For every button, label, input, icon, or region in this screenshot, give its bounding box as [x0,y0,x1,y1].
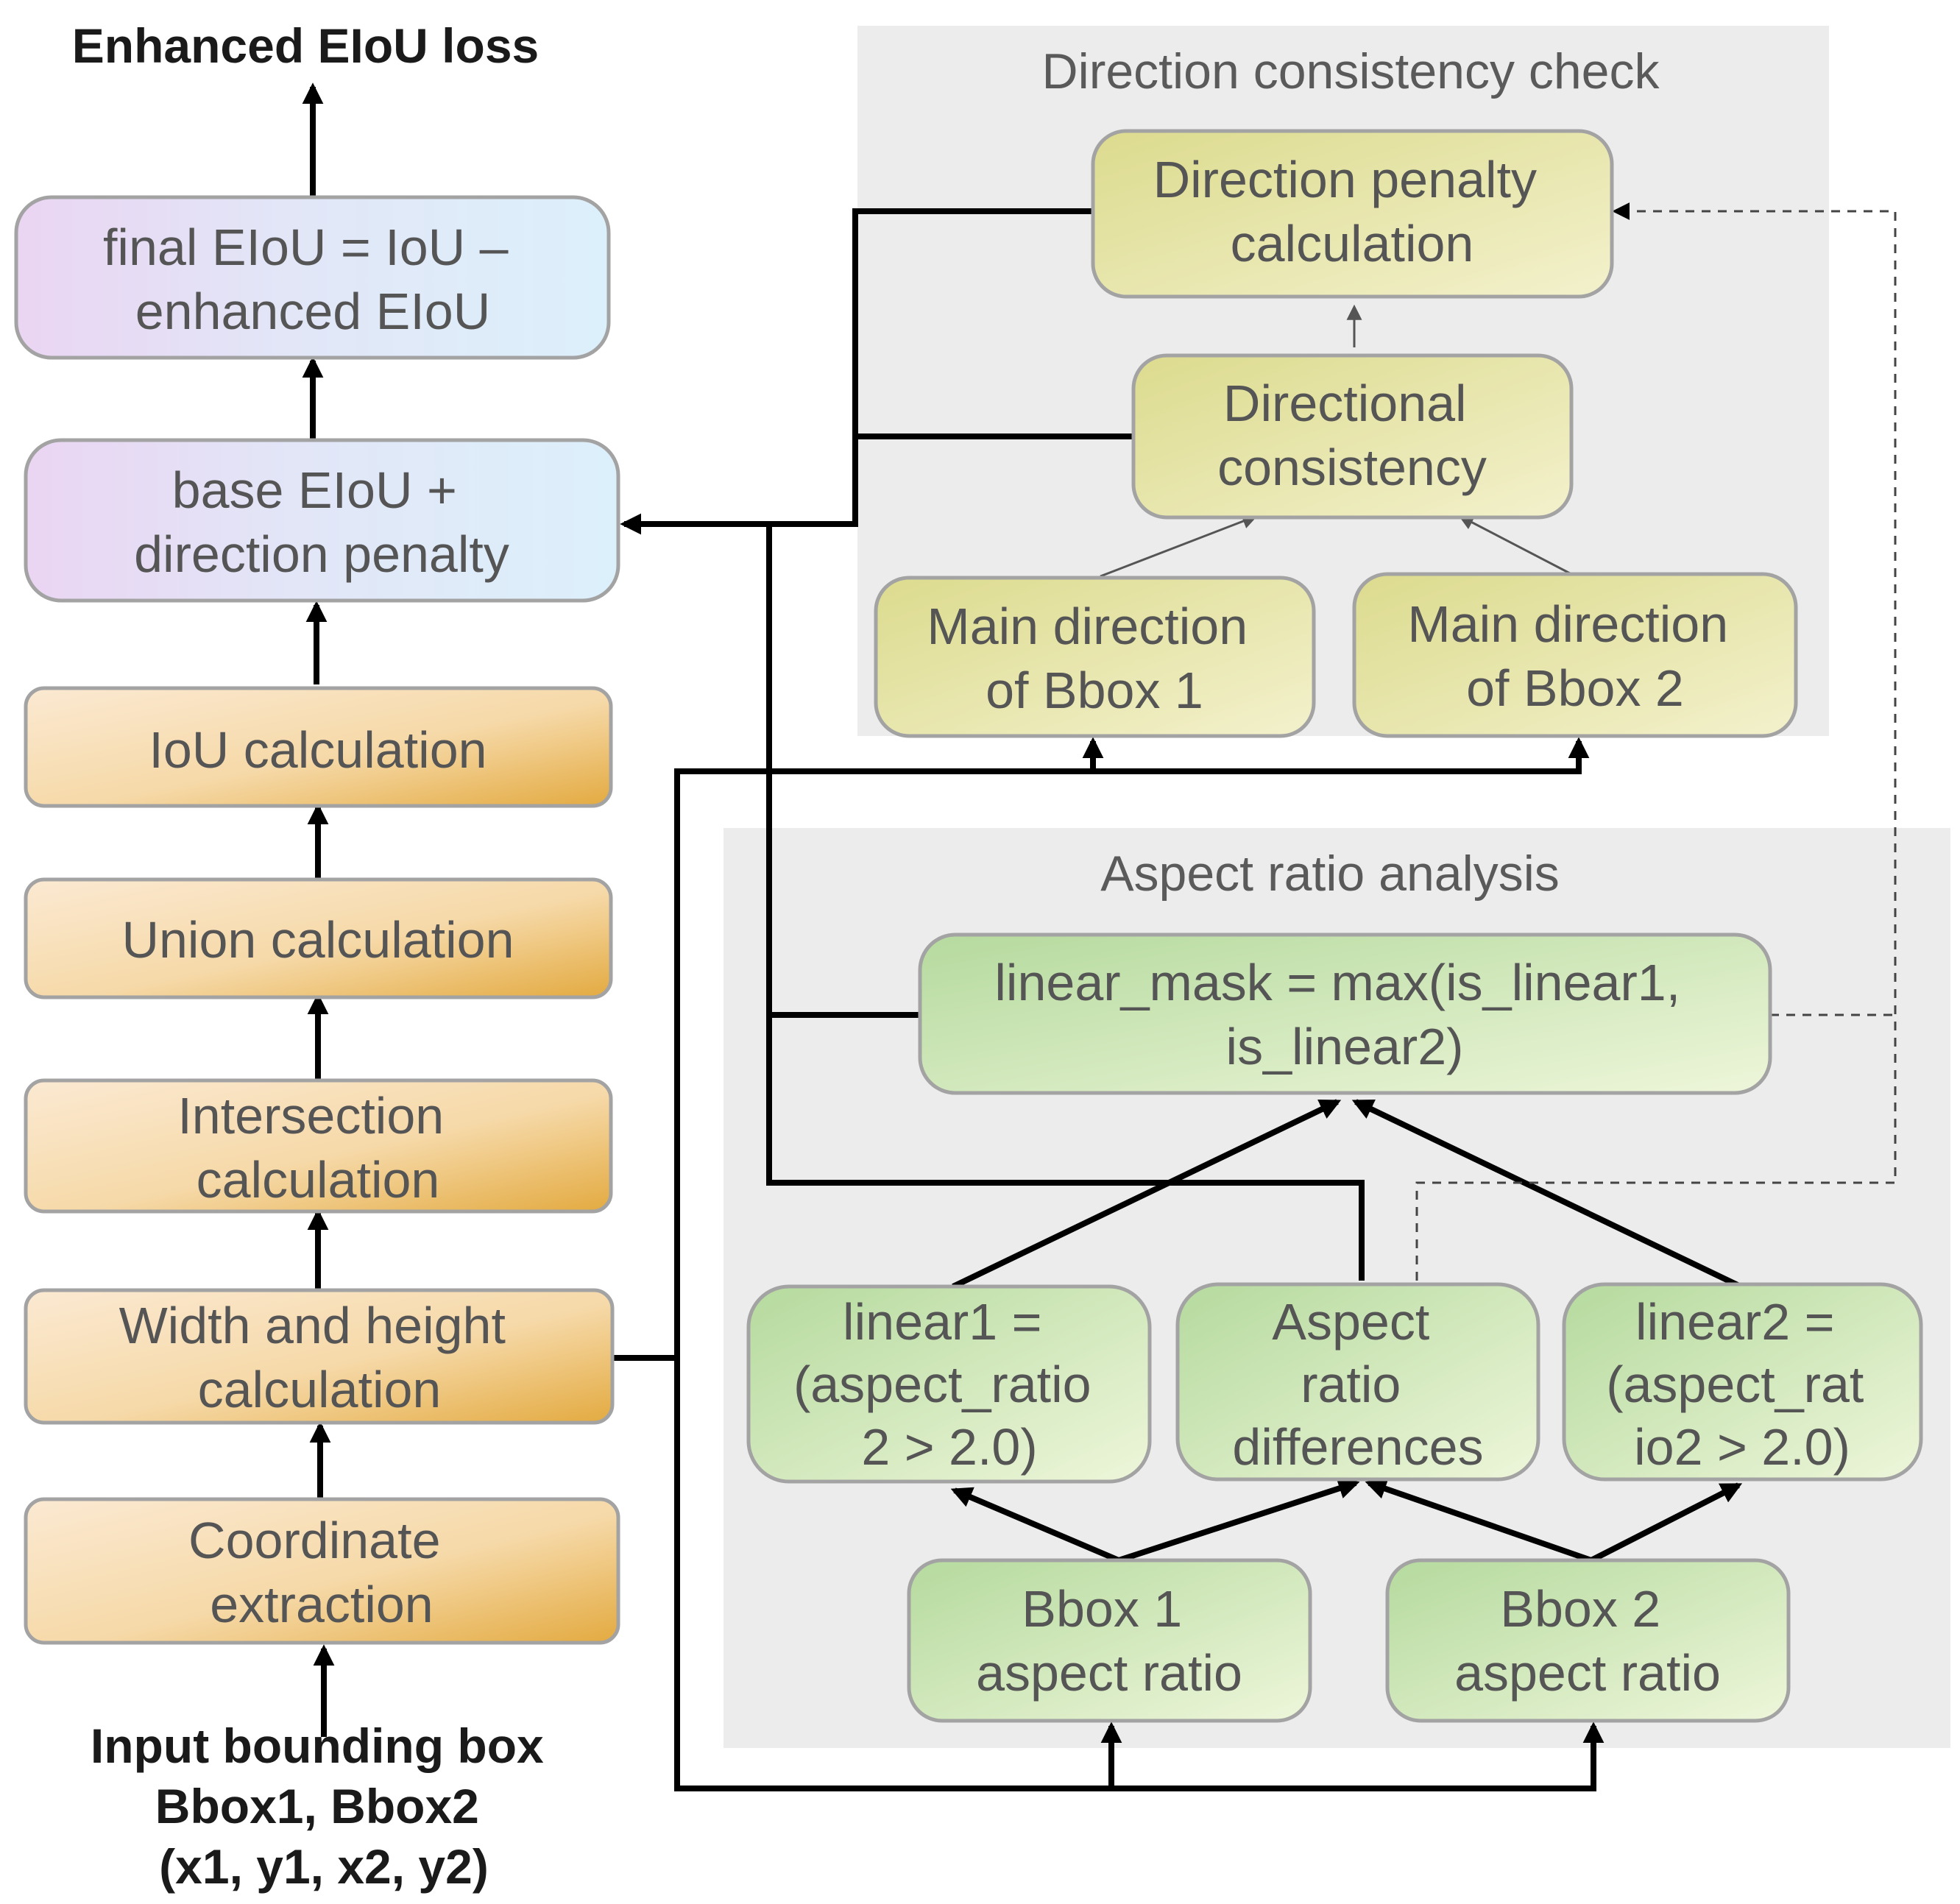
bbox2-aspect-ratio-box [1385,1558,1791,1723]
bbox1-aspect-ratio-label: Bbox 1 aspect ratio [976,1580,1242,1702]
line-wh-to-main2 [612,737,1590,1361]
width-height-calculation-box [24,1288,615,1425]
iou-calculation-box [24,686,613,808]
base-eiou-label: base EIoU + direction penalty [134,461,509,583]
input-label: Input bounding box Bbox1, Bbox2 (x1, y1,… [91,1719,557,1894]
pipeline-boxes: final EIoU = IoU – enhanced EIoU base EI… [14,195,620,1645]
linear2-label: linear2 = (aspect_rat io2 > 2.0) [1606,1293,1878,1476]
coordinate-extraction-box [24,1497,620,1645]
arrow-linear1-to-mask [952,1099,1342,1289]
aspect-boxes: linear_mask = max(is_linear1, is_linear2… [746,932,1923,1723]
intersection-calculation-box [24,1078,613,1214]
main-direction-bbox2-label: Main direction of Bbox 2 [1407,595,1742,717]
linear2-box [1562,1282,1923,1482]
direction-boxes: Direction penalty calculation Directiona… [874,129,1798,738]
bbox1-aspect-ratio-box [907,1558,1312,1723]
line-wh-to-bbox2 [674,1358,1605,1791]
linear1-label: linear1 = (aspect_ratio 2 > 2.0) [793,1293,1105,1476]
aspect-ratio-differences-label: Aspect ratio differences [1232,1293,1483,1476]
base-eiou-box [24,438,620,603]
arrow-bbox1-to-linear1 [950,1487,1120,1563]
main-direction-bbox2-box [1352,572,1798,738]
arrow-bbox2-to-diff [1365,1478,1593,1563]
union-calculation-label: Union calculation [121,911,514,969]
direction-penalty-box [1091,129,1614,299]
final-eiou-label: final EIoU = IoU – enhanced EIoU [103,219,523,340]
line-diff-to-base [766,1015,1365,1281]
directional-consistency-box [1131,353,1574,520]
line-penalty-to-base [620,208,1093,535]
main-direction-bbox1-label: Main direction of Bbox 1 [927,598,1262,719]
panel-title-direction: Direction consistency check [1041,43,1660,99]
linear-mask-label: linear_mask = max(is_linear1, is_linear2… [994,954,1694,1075]
arrow-linear2-to-mask [1351,1099,1742,1289]
main-direction-bbox1-box [874,576,1316,738]
dash-diff-to-penalty [1415,202,1897,1281]
union-calculation-box [24,877,613,999]
panel-title-aspect: Aspect ratio analysis [1100,846,1560,902]
bbox2-aspect-ratio-label: Bbox 2 aspect ratio [1454,1580,1721,1702]
width-height-calculation-label: Width and height calculation [119,1297,520,1418]
connectors [302,82,1897,1791]
arrow-main1-to-consistency [1100,514,1258,578]
coordinate-extraction-label: Coordinate extraction [188,1512,455,1633]
linear1-box [746,1284,1152,1484]
arrow-bbox2-to-linear2 [1590,1482,1743,1563]
output-label: Enhanced EIoU loss [72,18,539,73]
intersection-calculation-label: Intersection calculation [177,1087,458,1208]
linear-mask-box [918,932,1772,1095]
directional-consistency-label: Directional consistency [1217,375,1487,496]
arrow-bbox1-to-diff [1117,1478,1360,1563]
direction-penalty-label: Direction penalty calculation [1153,151,1552,272]
final-eiou-box [14,195,611,360]
iou-calculation-label: IoU calculation [149,721,487,779]
aspect-ratio-differences-box [1175,1282,1540,1482]
arrow-main2-to-consistency [1458,515,1572,576]
